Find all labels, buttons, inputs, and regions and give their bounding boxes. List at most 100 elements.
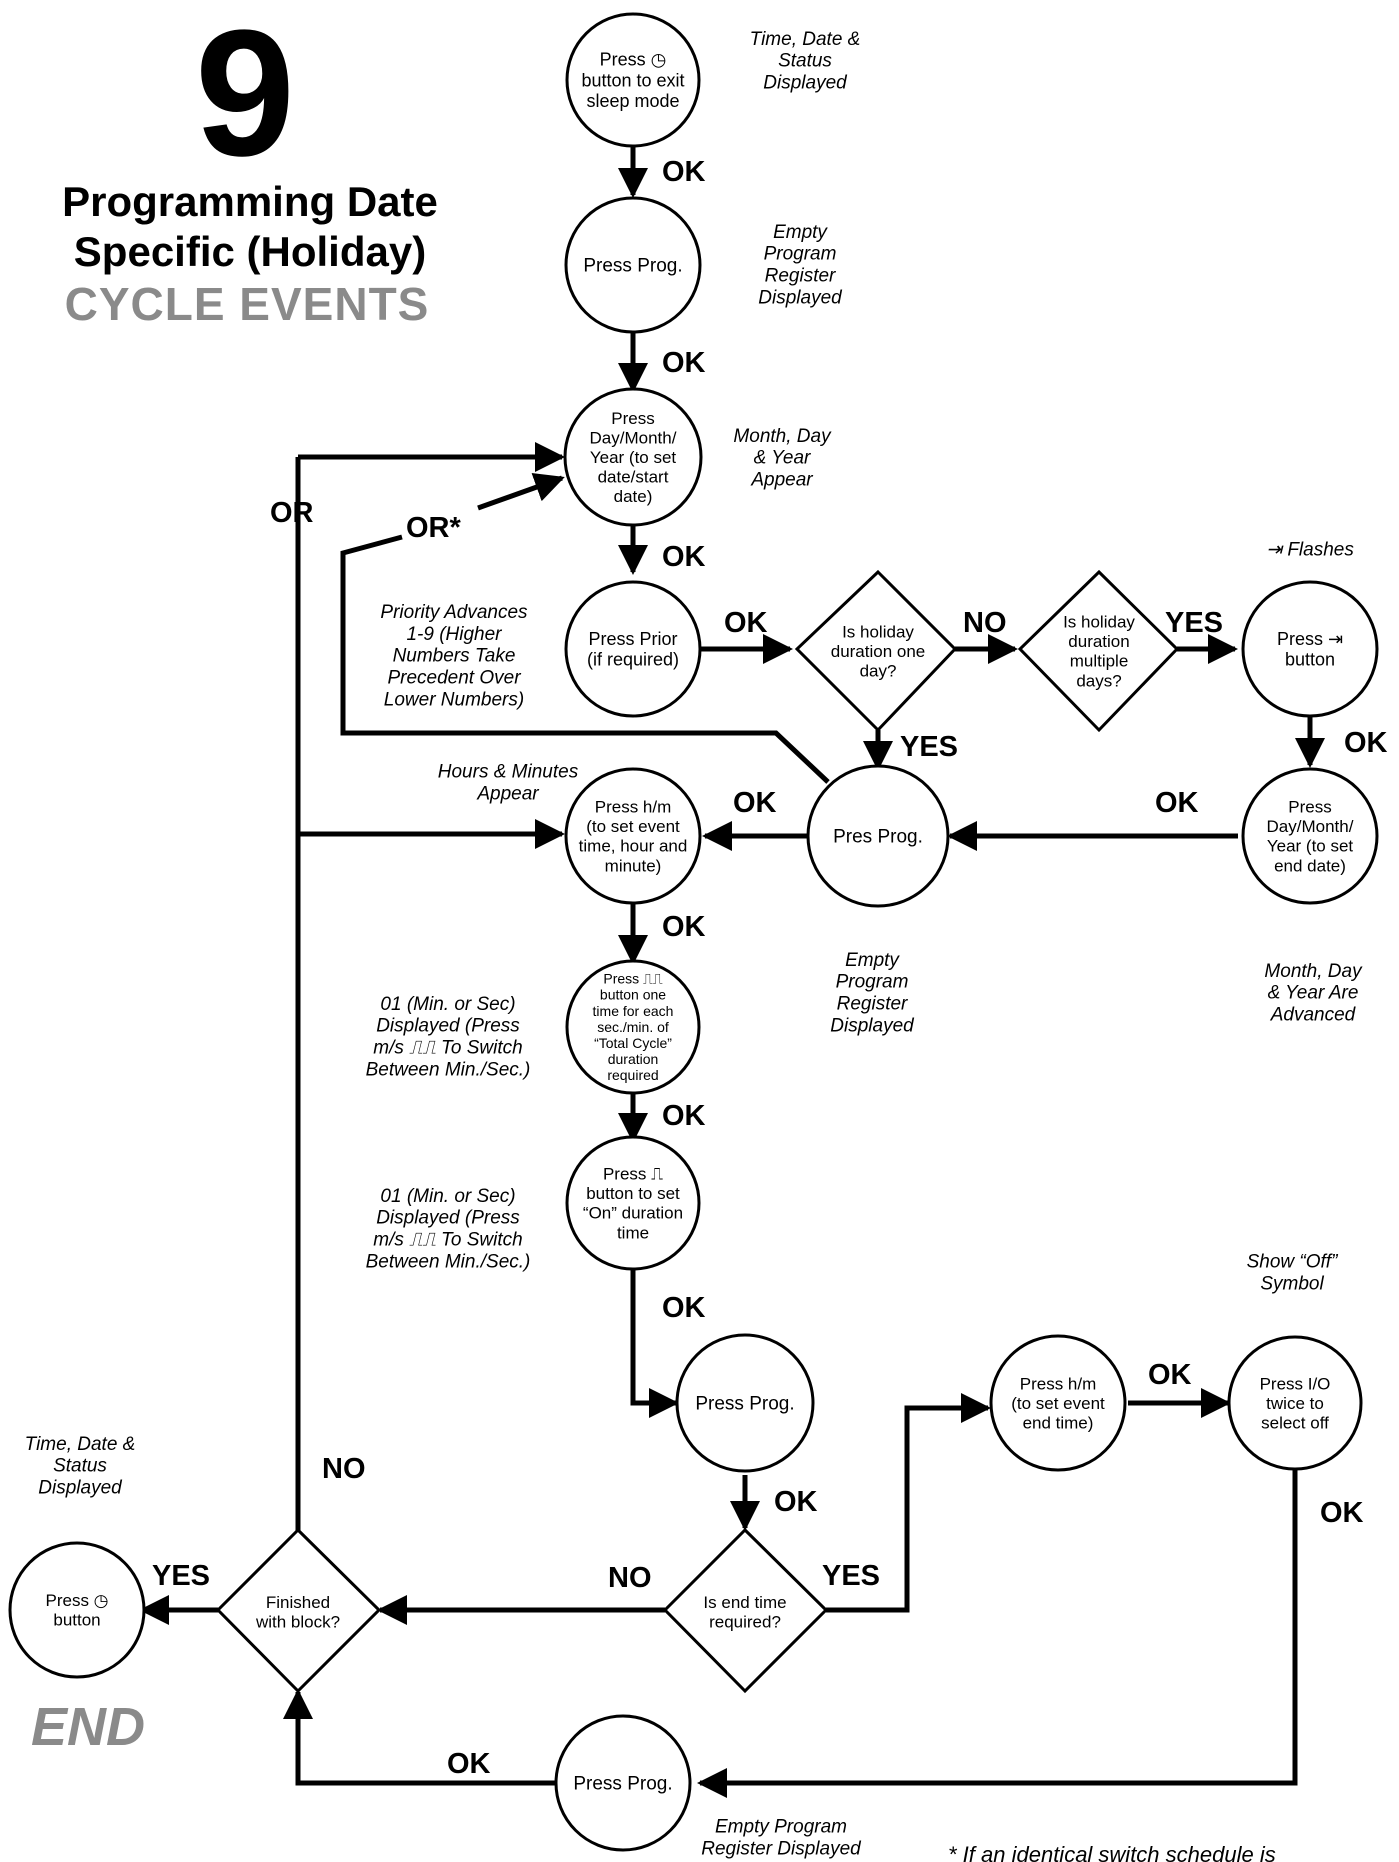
text-line: Press Prog. (695, 1394, 794, 1415)
label-yes: YES (1165, 607, 1223, 639)
text-line: Empty (845, 950, 900, 971)
text-line: button (1285, 650, 1335, 670)
text-line: Time, Date & (25, 1434, 136, 1455)
text-line: Show “Off” (1247, 1252, 1339, 1273)
label-ok: OK (447, 1748, 491, 1780)
text-line: Numbers Take (393, 646, 516, 667)
text-line: Precedent Over (387, 668, 521, 689)
text-line: Displayed (758, 287, 843, 308)
text-line: Month, Day (733, 426, 832, 447)
text-line: Status (53, 1456, 107, 1477)
text-line: Appear (476, 784, 539, 805)
text-line: Program (764, 244, 837, 265)
text-line: button (53, 1611, 100, 1630)
text-line: Press ⎍⎍ (603, 971, 662, 987)
text-line: Press Prog. (583, 256, 682, 277)
label-ok: OK (1155, 787, 1199, 819)
text-line: Between Min./Sec.) (366, 1059, 531, 1080)
end-label: END (31, 1697, 145, 1757)
footnote: * If an identical switch schedule is (948, 1842, 1276, 1862)
label-ok: OK (724, 607, 768, 639)
text-line: Displayed (830, 1015, 915, 1036)
edge-n14-d4 (283, 1689, 560, 1786)
label-ok: OK (662, 347, 706, 379)
label-ok: OK (1320, 1497, 1364, 1529)
text-line: Press h/m (1020, 1374, 1097, 1393)
note-flashes: ⇥ Flashes (1266, 540, 1354, 561)
text-line: Symbol (1260, 1274, 1324, 1295)
text-line: end date) (1274, 856, 1346, 875)
edge-n7-or-star (340, 534, 830, 784)
text-line: sleep mode (586, 91, 679, 111)
text-line: date) (614, 487, 653, 506)
text-line: Month, Day (1264, 961, 1363, 982)
text-line: required? (709, 1613, 781, 1632)
text-line: Displayed (38, 1478, 123, 1499)
label-yes: YES (900, 731, 958, 763)
page-title-line3: CYCLE EVENTS (65, 278, 430, 330)
text-line: Press Prior (588, 629, 677, 649)
note-show-off-symbol: Show “Off”Symbol (1247, 1252, 1339, 1295)
label-yes: YES (152, 1560, 210, 1592)
edge-d3-n12 (826, 1393, 991, 1613)
text-line: Press I/O (1260, 1374, 1331, 1393)
text-line: button to exit (581, 70, 684, 90)
text-line: Program (836, 972, 909, 993)
text-line: day? (860, 662, 897, 681)
label-ok: OK (662, 1100, 706, 1132)
text-line: time for each (593, 1003, 674, 1019)
text-line: Status (778, 51, 832, 72)
text-line: 01 (Min. or Sec) (380, 994, 515, 1015)
edge-n10-n11 (630, 1264, 679, 1418)
text-line: duration (608, 1051, 659, 1067)
text-line: (to set event (586, 817, 680, 836)
text-line: Advanced (1270, 1005, 1357, 1026)
text-line: “On” duration (583, 1204, 683, 1223)
text-line: required (607, 1067, 658, 1083)
text-line: Lower Numbers) (384, 689, 524, 710)
text-line: Displayed (763, 73, 848, 94)
connectors (139, 140, 1325, 1798)
text-line: Press ⇥ (1277, 629, 1343, 649)
text-line: end time) (1023, 1414, 1094, 1433)
text-line: sec./min. of (597, 1019, 669, 1035)
text-line: & Year (754, 448, 811, 469)
text-line: & Year Are (1268, 983, 1359, 1004)
text-line: Register (765, 266, 836, 287)
node-press-clock-end: Press ◷button (8, 1541, 146, 1679)
text-line: date/start (598, 468, 669, 487)
text-line: Press Prog. (573, 1774, 672, 1795)
text-line: 01 (Min. or Sec) (380, 1186, 515, 1207)
edge-or-star-n3 (477, 472, 565, 511)
text-line: “Total Cycle” (594, 1035, 672, 1051)
label-ok: OK (1148, 1359, 1192, 1391)
label-ok: OK (774, 1486, 818, 1518)
text-line: m/s ⎍⎍ To Switch (373, 1230, 522, 1251)
label-ok: OK (662, 541, 706, 573)
text-line: (to set event (1011, 1394, 1105, 1413)
edge-n13-n14 (697, 1468, 1298, 1798)
text-line: Register (837, 994, 908, 1015)
